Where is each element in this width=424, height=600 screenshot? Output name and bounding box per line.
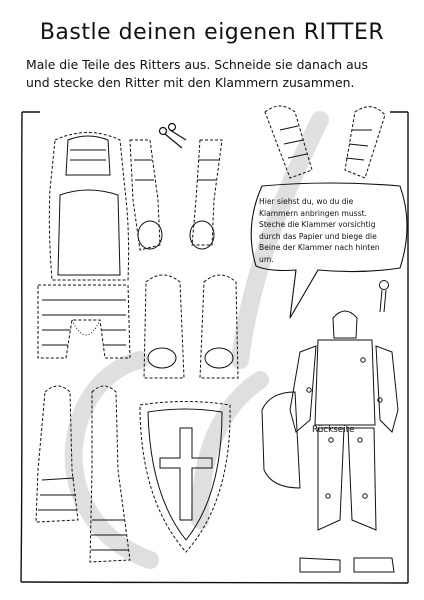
speech-bubble (250, 182, 408, 319)
brad-fastener-icon (379, 280, 389, 313)
bubble-line-2: Klammern anbringen musst. (259, 208, 367, 218)
instruction-line-1: Male die Teile des Ritters aus. Schneide… (26, 57, 368, 72)
bubble-line-5: Beine der Klammer nach hinten (259, 243, 380, 253)
watermark (64, 111, 329, 569)
leg-pieces (35, 385, 131, 563)
bubble-line-6: um. (259, 254, 274, 264)
assembled-knight (261, 310, 399, 573)
bubble-line-4: durch das Papier und biege die (259, 231, 377, 241)
instructions: Male die Teile des Ritters aus. Schneide… (26, 56, 406, 92)
scissors-icon (158, 122, 187, 149)
shoulder-pieces (264, 105, 386, 179)
sheet-frame (20, 111, 409, 584)
shield-piece (139, 401, 231, 553)
torso-piece (37, 132, 131, 359)
back-side-label: Rückseite (312, 425, 355, 435)
page-title: Bastle deinen eigenen RITTER (39, 20, 385, 45)
instruction-line-2: und stecke den Ritter mit den Klammern z… (26, 75, 355, 90)
thigh-pieces (143, 274, 239, 379)
bubble-line-1: Hier siehst du, wo du die (259, 197, 354, 206)
arm-pieces (129, 139, 223, 251)
speech-bubble-text: Hier siehst du, wo du die Klammern anbri… (259, 196, 409, 266)
bubble-line-3: Steche die Klammer vorsichtig (259, 220, 376, 230)
